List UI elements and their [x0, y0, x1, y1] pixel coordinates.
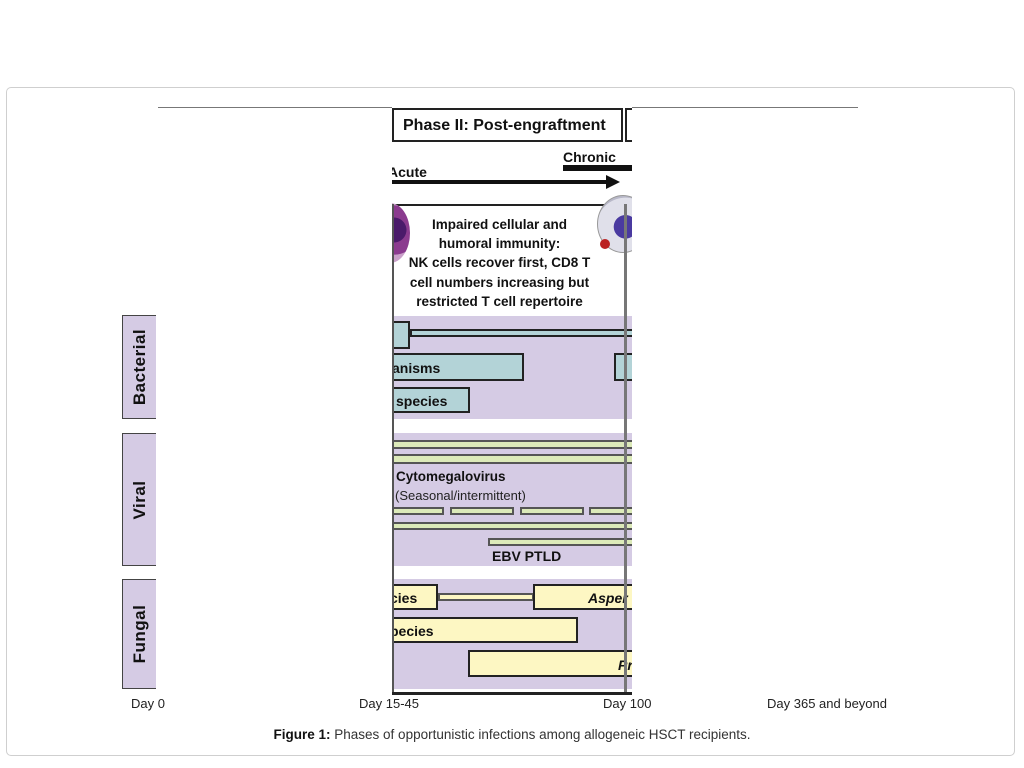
category-label-viral: Viral [129, 479, 149, 520]
chronic-label: Chronic [563, 149, 616, 165]
viral-ebv-label: EBV PTLD [492, 548, 562, 564]
category-label-bacterial: Bacterial [129, 328, 149, 406]
caption-text: Phases of opportunistic infections among… [330, 727, 751, 742]
category-label-fungal: Fungal [129, 604, 149, 664]
bottom-rule [392, 692, 632, 695]
acute-arrow-line [392, 180, 608, 184]
category-viral: Viral [122, 433, 156, 566]
fungal-species-label: pecies [392, 623, 434, 639]
category-fungal: Fungal [122, 579, 156, 689]
phase-title: Phase II: Post-engraftment [403, 117, 606, 134]
immunity-line-5: restricted T cell repertoire [416, 293, 583, 309]
immunity-line-3: NK cells recover first, CD8 T [408, 255, 591, 271]
caption-label: Figure 1: [273, 727, 331, 742]
viral-seasonal-label: (Seasonal/intermittent) [395, 488, 526, 503]
fungal-connector [438, 593, 534, 601]
divider-day100 [624, 204, 627, 694]
chronic-bar [563, 165, 632, 171]
viral-dash-4 [589, 507, 632, 515]
fungal-bar-aspergillus: Asper [533, 584, 632, 610]
viral-ebv-bar [488, 538, 632, 546]
viral-line-3 [392, 522, 632, 530]
fungal-bar-1: cies [392, 584, 438, 610]
immunity-line-4: cell numbers increasing but [409, 274, 590, 290]
phase-header-next [625, 108, 632, 142]
figure-caption: Figure 1: Phases of opportunistic infect… [0, 727, 1024, 742]
bacterial-bar-species: species [392, 387, 470, 413]
fungal-bar-pneumocystis: Pr [468, 650, 632, 677]
day-label-100: Day 100 [603, 696, 652, 711]
immunity-text: Impaired cellular and humoral immunity: … [402, 215, 597, 311]
cell-icon-right-dot [600, 239, 610, 249]
bacterial-bar-top [392, 321, 410, 349]
bacterial-bar-late [614, 353, 632, 381]
acute-arrow-head [606, 175, 620, 189]
bacterial-species-label: species [396, 393, 448, 409]
bacterial-organisms-label: anisms [392, 360, 441, 376]
viral-line-2 [392, 454, 632, 464]
day-label-15-45: Day 15-45 [359, 696, 419, 711]
bacterial-bar-organisms: anisms [392, 353, 524, 381]
cell-icon-left [392, 203, 410, 263]
fungal-bar-1-label: cies [392, 590, 418, 606]
viral-dash-2 [450, 507, 514, 515]
bacterial-line [410, 329, 632, 337]
divider-day15 [392, 204, 394, 694]
viral-line-1 [392, 440, 632, 449]
immunity-box [392, 204, 632, 317]
acute-label: Acute [392, 164, 427, 180]
viral-dash-3 [520, 507, 584, 515]
viral-dash-1 [392, 507, 444, 515]
immunity-line-1: Impaired cellular and [431, 217, 568, 232]
day-label-365: Day 365 and beyond [767, 696, 887, 711]
diagram-strip: Phase II: Post-engraftment Chronic Acute… [392, 107, 632, 697]
top-rule-left [158, 107, 392, 108]
immunity-line-2: humoral immunity: [438, 236, 561, 252]
fungal-bar-species: pecies [392, 617, 578, 643]
viral-cmv-label: Cytomegalovirus [396, 469, 506, 484]
day-label-0: Day 0 [131, 696, 165, 711]
top-rule-right [632, 107, 858, 108]
fungal-aspergillus-label: Asper [588, 590, 628, 606]
category-bacterial: Bacterial [122, 315, 156, 419]
phase-header: Phase II: Post-engraftment [392, 108, 623, 142]
